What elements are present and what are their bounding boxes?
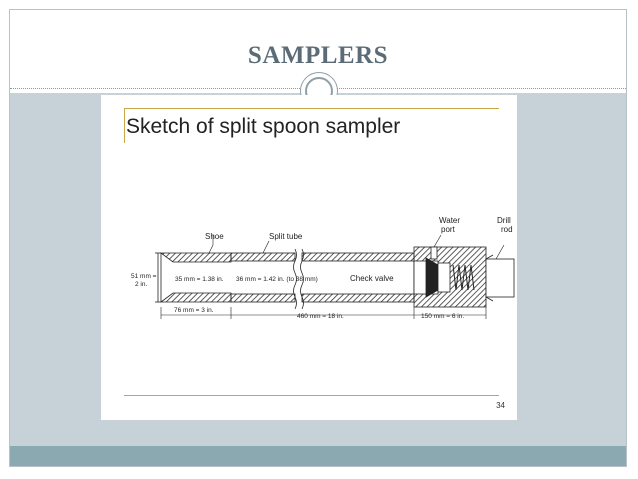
water-port (430, 246, 438, 260)
label-water-port-1: Water (439, 216, 460, 225)
label-split-tube: Split tube (269, 232, 303, 241)
split-tube-wall-bottom (230, 293, 296, 303)
bottom-bar (10, 446, 626, 466)
label-water-port-2: port (441, 225, 456, 234)
check-valve-icon (425, 257, 439, 298)
label-inner-dia-shoe: 35 mm = 1.38 in. (175, 276, 224, 283)
label-outer-dia-1: 51 mm = (131, 273, 157, 280)
label-len-tube: 460 mm = 18 in. (297, 313, 344, 320)
label-len-shoe: 76 mm = 3 in. (174, 307, 214, 314)
slide-title: SAMPLERS (247, 42, 389, 69)
figure-heading: Sketch of split spoon sampler (126, 115, 401, 138)
drill-rod (485, 258, 515, 298)
sampler-figure: Sketch of split spoon sampler (101, 95, 517, 420)
figure-rule-left (124, 108, 125, 143)
label-check-valve: Check valve (350, 274, 394, 283)
sampler-diagram: Shoe Split tube Water port Drill rod 51 … (131, 216, 515, 320)
page-number: 34 (496, 401, 505, 410)
spring-icon (452, 264, 475, 291)
label-drill-rod-1: Drill (497, 216, 511, 225)
figure-rule-top (124, 108, 499, 109)
label-len-head: 150 mm = 6 in. (421, 313, 464, 320)
shoe-wall-top (159, 252, 232, 263)
split-tube-wall-top (230, 252, 296, 262)
label-inner-dia-tube: 36 mm = 1.42 in. (to 38 mm) (236, 276, 318, 283)
label-drill-rod-2: rod (501, 225, 513, 234)
label-shoe: Shoe (205, 232, 224, 241)
figure-rule-bottom (124, 395, 499, 396)
shoe-wall-bottom (159, 292, 232, 303)
label-outer-dia-2: 2 in. (135, 281, 147, 288)
